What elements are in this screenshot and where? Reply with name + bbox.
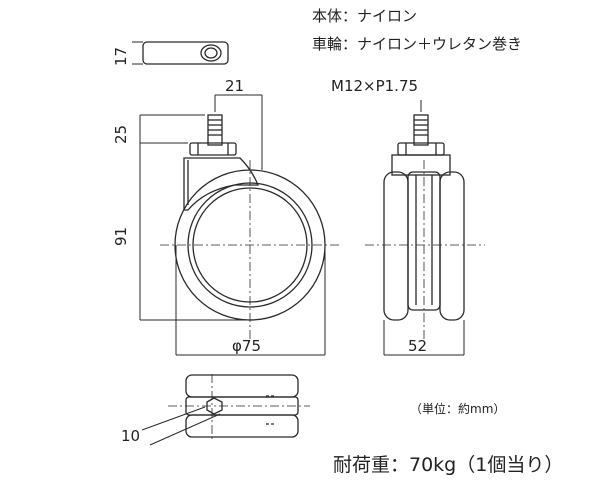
load-capacity: 耐荷重：70kg（1個当り） bbox=[333, 454, 564, 476]
wheel-material-label: 車輪：ナイロン＋ウレタン巻き bbox=[312, 35, 523, 53]
thread-spec: M12×P1.75 bbox=[331, 77, 419, 95]
caster-bottom-view bbox=[168, 374, 310, 440]
bushing-drawing bbox=[142, 41, 229, 65]
body-material-label: 本体：ナイロン bbox=[312, 7, 418, 25]
dim-52: 52 bbox=[408, 337, 428, 355]
front-center-lines bbox=[365, 160, 485, 340]
dim-10-leader bbox=[141, 406, 221, 446]
side-center-lines bbox=[160, 160, 340, 340]
dim-21: 21 bbox=[225, 77, 245, 95]
dim-75: φ75 bbox=[232, 337, 261, 355]
side-dim-lines bbox=[139, 94, 326, 356]
dim-17: 17 bbox=[112, 46, 130, 66]
unit-note: （単位：約mm） bbox=[410, 402, 506, 416]
dim-17-lines bbox=[132, 41, 143, 65]
dim-10: 10 bbox=[121, 427, 141, 445]
front-dim-lines bbox=[383, 100, 465, 356]
dim-25: 25 bbox=[112, 124, 130, 144]
dim-91: 91 bbox=[112, 226, 130, 246]
